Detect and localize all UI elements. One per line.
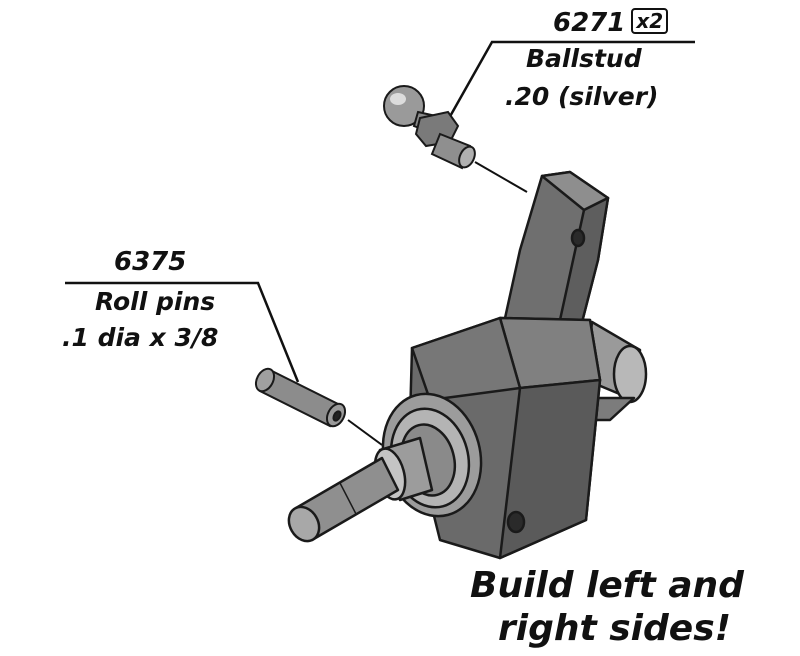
- ballstud-part: [383, 85, 476, 170]
- roll-pin-part: [254, 367, 347, 428]
- steering-knuckle-part: [287, 170, 648, 560]
- ballstud-part-number-text: 6271: [553, 8, 626, 38]
- roll-pins-spec: .1 dia x 3/8: [62, 323, 219, 352]
- roll-pins-part-number: 6375: [114, 247, 187, 277]
- roll-pins-leader-line: [65, 281, 383, 446]
- build-note-line-1: Build left and: [470, 565, 744, 606]
- ballstud-leader-line: [446, 40, 695, 193]
- build-note-line-2: right sides!: [498, 608, 732, 649]
- ballstud-name: Ballstud: [526, 44, 642, 73]
- ballstud-spec: .20 (silver): [505, 82, 659, 111]
- ballstud-quantity-badge: x2: [631, 8, 669, 34]
- roll-pins-name: Roll pins: [95, 287, 216, 316]
